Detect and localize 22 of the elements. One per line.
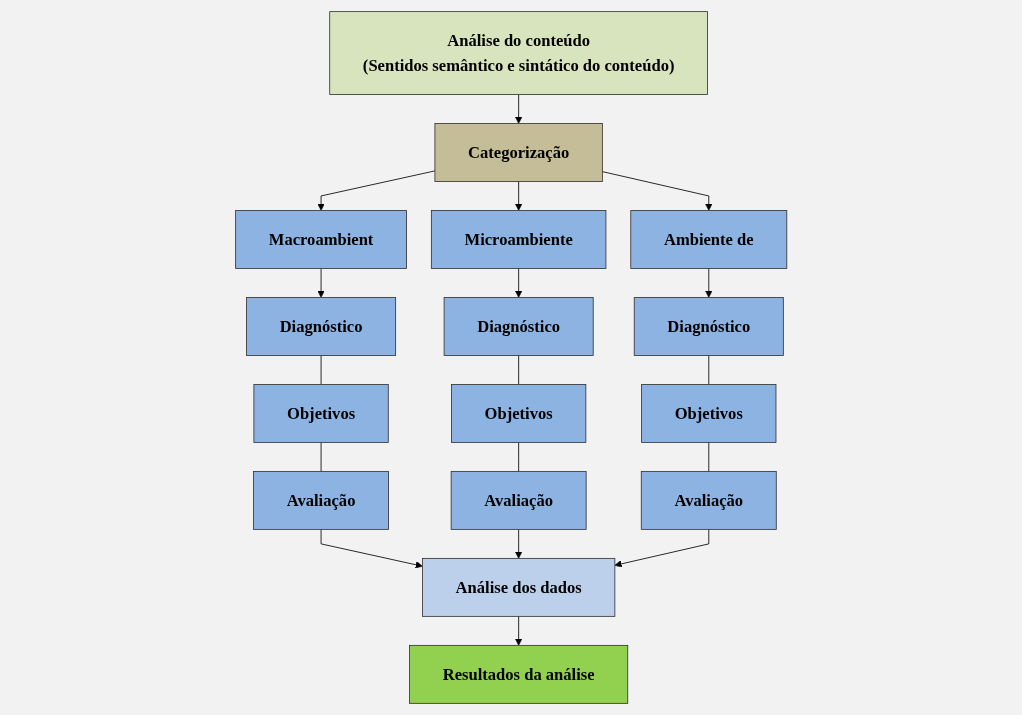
connector: [518, 442, 519, 472]
connector: [708, 442, 709, 472]
node-box: Microambiente: [430, 210, 607, 269]
node-box: Diagnóstico: [245, 297, 396, 356]
connector: [708, 355, 709, 385]
node-box: Avaliação: [450, 471, 587, 530]
node-box: Macroambient: [235, 210, 407, 269]
node-box: Análise do conteúdo (Sentidos semântico e sintático do conteúdo): [329, 11, 708, 95]
node-box: Diagnóstico: [443, 297, 594, 356]
node-box: Avaliação: [640, 471, 777, 530]
node-box: Categorização: [434, 123, 603, 182]
node-box: Diagnóstico: [633, 297, 784, 356]
node-box: Objetivos: [450, 384, 587, 443]
node-box: Resultados da análise: [408, 644, 628, 704]
connector: [320, 355, 322, 385]
connector: [320, 442, 322, 472]
node-box: Análise dos dados: [421, 557, 616, 617]
node-box: Ambiente de: [630, 210, 787, 269]
connector: [518, 355, 519, 385]
node-box: Avaliação: [252, 471, 389, 530]
node-box: Objetivos: [640, 384, 777, 443]
node-box: Objetivos: [253, 384, 389, 443]
